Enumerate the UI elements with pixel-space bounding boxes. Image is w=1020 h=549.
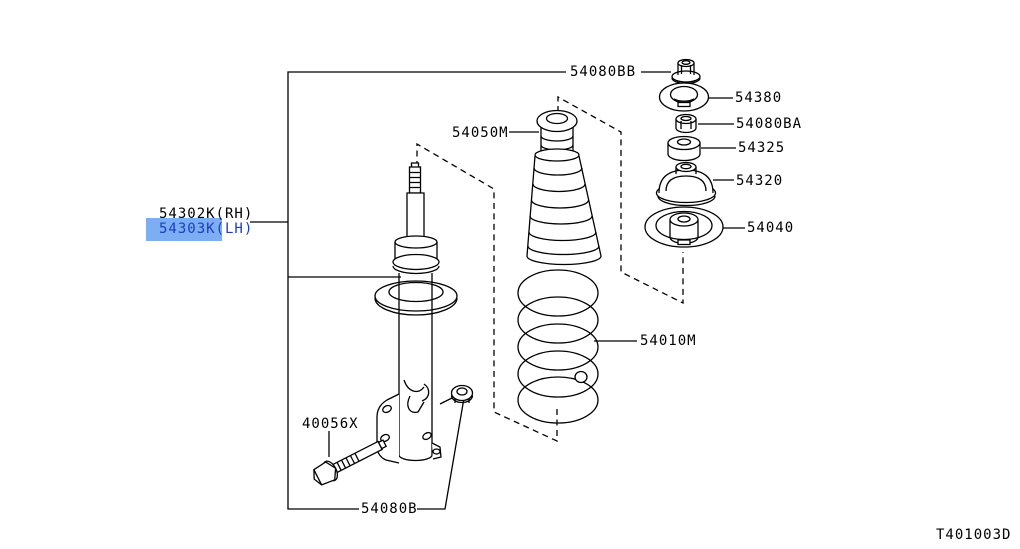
part-label-54010M[interactable]: 54010M	[640, 333, 697, 349]
bolt-drawing	[309, 434, 389, 489]
strut-mount-drawing	[657, 163, 716, 206]
flange-nut-drawing	[452, 386, 473, 404]
part-label-54303KLH[interactable]: 54303K(LH)	[159, 221, 254, 237]
leader-lines	[250, 72, 745, 509]
strut-drawing	[375, 163, 457, 463]
part-label-54080B[interactable]: 54080B	[361, 501, 418, 517]
part-label-54050M[interactable]: 54050M	[452, 125, 509, 141]
dashed-assembly-lines	[417, 97, 683, 441]
part-label-54302KRH[interactable]: 54302K(RH)	[159, 206, 254, 222]
part-label-54320[interactable]: 54320	[736, 173, 784, 189]
lock-nut-drawing	[676, 115, 696, 133]
mount-washer-drawing	[660, 83, 709, 111]
bushing-drawing	[668, 137, 700, 161]
part-label-54380[interactable]: 54380	[735, 90, 783, 106]
part-label-40056X[interactable]: 40056X	[302, 416, 359, 432]
part-label-54080BA[interactable]: 54080BA	[736, 116, 803, 132]
coil-spring-drawing	[518, 270, 598, 423]
spring-seat-drawing	[645, 207, 723, 247]
dust-cover-drawing	[527, 111, 601, 265]
cap-nut-drawing	[672, 60, 700, 84]
part-label-54040[interactable]: 54040	[747, 220, 795, 236]
selection-highlight	[146, 218, 222, 241]
diagram-code: T401003D	[936, 527, 1012, 543]
part-label-54325[interactable]: 54325	[738, 140, 786, 156]
part-label-54080BB[interactable]: 54080BB	[570, 64, 637, 80]
